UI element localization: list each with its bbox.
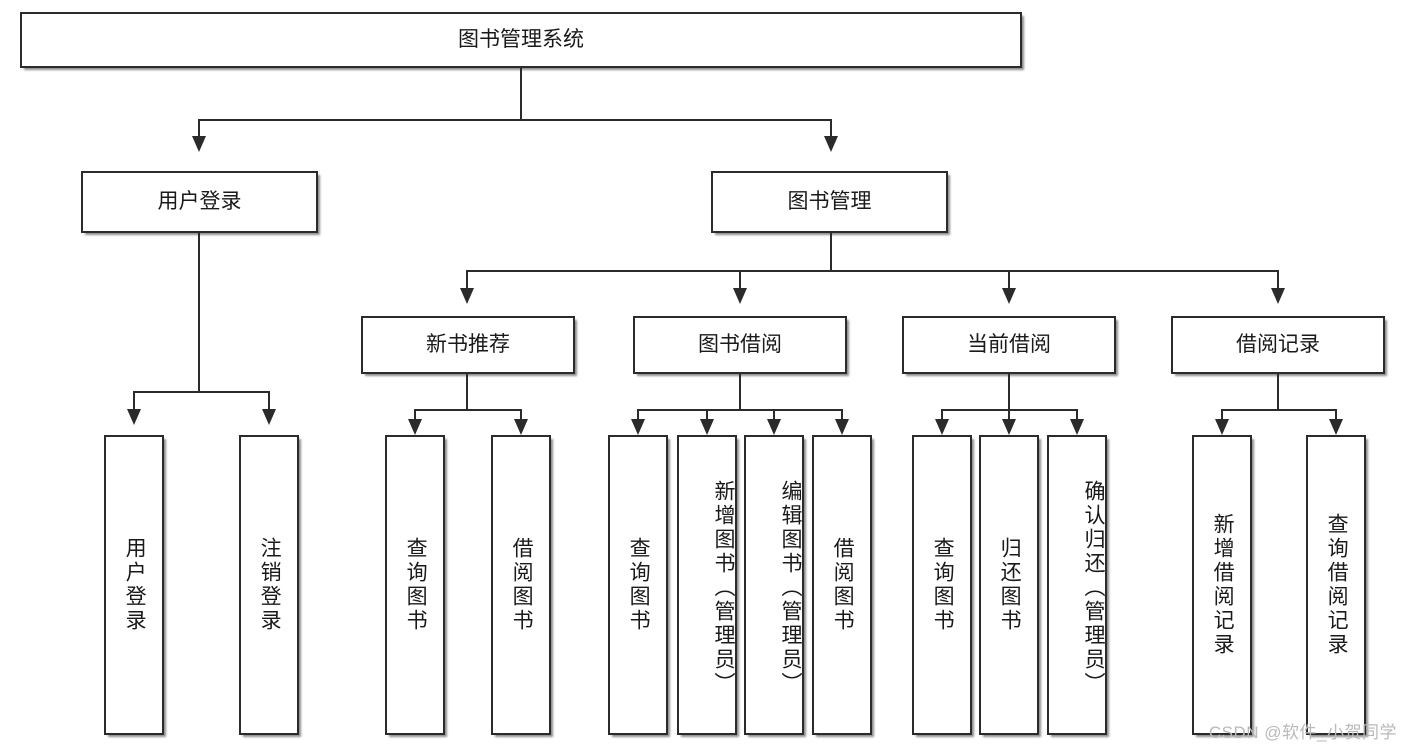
node-book-management[interactable]: 图书管理 bbox=[711, 171, 948, 233]
arrowhead-borrow-record bbox=[1271, 288, 1285, 304]
connector-nbr-stem bbox=[466, 374, 468, 410]
arrowhead-leaf-user-login bbox=[127, 409, 141, 425]
connector-bm-drop-1 bbox=[466, 270, 468, 292]
connector-nbr-drop-1 bbox=[414, 409, 416, 423]
connector-br-bus bbox=[1221, 409, 1337, 411]
node-root-book-management-system[interactable]: 图书管理系统 bbox=[20, 12, 1022, 68]
connector-root-bus bbox=[198, 119, 832, 121]
connector-user-login-drop-1 bbox=[133, 391, 135, 413]
arrowhead-br-query-record bbox=[1329, 419, 1343, 435]
connector-bb-drop-2 bbox=[706, 409, 708, 423]
connector-cb-drop-3 bbox=[1076, 409, 1078, 423]
node-user-login[interactable]: 用户登录 bbox=[81, 171, 318, 233]
connector-bb-bus bbox=[637, 409, 843, 411]
leaf-cb-query-book[interactable]: 查询图书 bbox=[912, 435, 972, 735]
arrowhead-user-login bbox=[192, 136, 206, 152]
leaf-nbr-query-book[interactable]: 查询图书 bbox=[385, 435, 445, 735]
connector-cb-drop-2 bbox=[1008, 409, 1010, 423]
connector-bm-drop-3 bbox=[1008, 270, 1010, 292]
leaf-br-query-record[interactable]: 查询借阅记录 bbox=[1306, 435, 1366, 735]
leaf-br-add-record[interactable]: 新增借阅记录 bbox=[1192, 435, 1252, 735]
connector-bm-drop-2 bbox=[739, 270, 741, 292]
arrowhead-current-borrow bbox=[1002, 288, 1016, 304]
leaf-bb-edit-book[interactable]: 编辑图书（管理员） bbox=[744, 435, 804, 735]
arrowhead-leaf-logout bbox=[262, 409, 276, 425]
connector-bm-drop-4 bbox=[1277, 270, 1279, 292]
node-current-borrow[interactable]: 当前借阅 bbox=[902, 316, 1116, 374]
connector-nbr-drop-2 bbox=[520, 409, 522, 423]
connector-cb-drop-1 bbox=[941, 409, 943, 423]
arrowhead-bb-query-book bbox=[631, 419, 645, 435]
arrowhead-bb-edit-book bbox=[767, 419, 781, 435]
arrowhead-nbr-borrow-book bbox=[514, 419, 528, 435]
leaf-cb-confirm-return[interactable]: 确认归还（管理员） bbox=[1047, 435, 1107, 735]
connector-user-login-bus bbox=[133, 391, 269, 393]
arrowhead-cb-confirm-return bbox=[1070, 419, 1084, 435]
leaf-user-login[interactable]: 用户登录 bbox=[104, 435, 164, 735]
connector-br-drop-1 bbox=[1221, 409, 1223, 423]
connector-nbr-bus bbox=[414, 409, 522, 411]
arrowhead-bb-add-book bbox=[700, 419, 714, 435]
arrowhead-book-borrow bbox=[733, 288, 747, 304]
arrowhead-bb-borrow-book bbox=[835, 419, 849, 435]
arrowhead-cb-return-book bbox=[1002, 419, 1016, 435]
arrowhead-new-book-recommend bbox=[460, 288, 474, 304]
connector-cb-stem bbox=[1008, 374, 1010, 410]
node-borrow-record[interactable]: 借阅记录 bbox=[1171, 316, 1385, 374]
node-new-book-recommend[interactable]: 新书推荐 bbox=[361, 316, 575, 374]
connector-bb-drop-1 bbox=[637, 409, 639, 423]
connector-root-to-user-login bbox=[198, 119, 200, 141]
arrowhead-nbr-query-book bbox=[408, 419, 422, 435]
connector-book-management-bus bbox=[466, 270, 1278, 272]
connector-br-drop-2 bbox=[1335, 409, 1337, 423]
arrowhead-br-add-record bbox=[1215, 419, 1229, 435]
connector-bb-drop-4 bbox=[841, 409, 843, 423]
connector-book-management-stem bbox=[830, 233, 832, 271]
leaf-bb-borrow-book[interactable]: 借阅图书 bbox=[812, 435, 872, 735]
connector-user-login-stem bbox=[198, 233, 200, 392]
arrowhead-cb-query-book bbox=[935, 419, 949, 435]
connector-root-stem bbox=[520, 68, 522, 120]
connector-root-to-book-management bbox=[830, 119, 832, 141]
leaf-nbr-borrow-book[interactable]: 借阅图书 bbox=[491, 435, 551, 735]
leaf-bb-query-book[interactable]: 查询图书 bbox=[608, 435, 668, 735]
leaf-cb-return-book[interactable]: 归还图书 bbox=[979, 435, 1039, 735]
connector-bb-drop-3 bbox=[773, 409, 775, 423]
leaf-bb-add-book[interactable]: 新增图书（管理员） bbox=[677, 435, 737, 735]
node-book-borrow[interactable]: 图书借阅 bbox=[633, 316, 847, 374]
connector-bb-stem bbox=[739, 374, 741, 410]
connector-user-login-drop-2 bbox=[268, 391, 270, 413]
connector-br-stem bbox=[1277, 374, 1279, 410]
leaf-logout[interactable]: 注销登录 bbox=[239, 435, 299, 735]
arrowhead-book-management bbox=[824, 136, 838, 152]
